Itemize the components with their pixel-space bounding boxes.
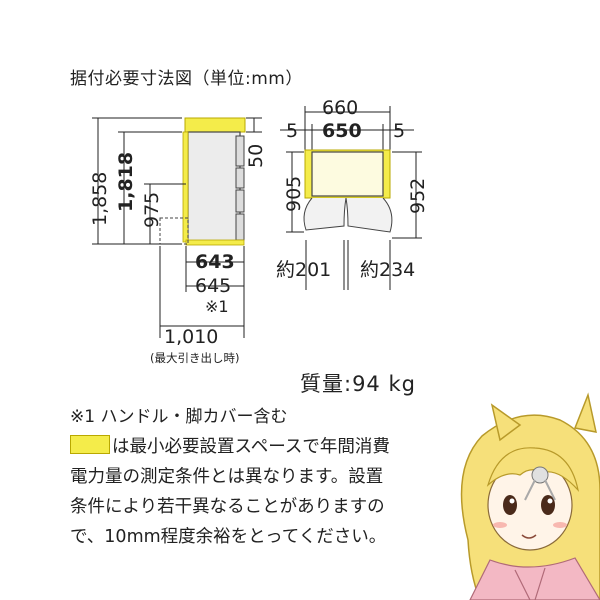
note-line-4: で、10mm程度余裕をとってください。 <box>70 527 387 547</box>
door-open-right-label: 952 <box>407 178 429 214</box>
note-line-3: 条件により若干異なることがありますの <box>70 497 385 517</box>
fridge-side-body <box>187 131 241 243</box>
height-body-label: 1,818 <box>115 152 137 212</box>
door-open-left-label: 905 <box>283 176 305 212</box>
note-line-2: 電力量の測定条件とは異なります。設置 <box>70 467 384 487</box>
side-view: 1,858 1,818 975 50 643 645 ※1 1,010 (最大引… <box>89 117 267 365</box>
right-door-swing <box>345 197 393 233</box>
depth-open-note: (最大引き出し時) <box>150 351 239 365</box>
fridge-top-body <box>311 151 384 197</box>
height-lower-label: 975 <box>141 192 163 228</box>
cat-girl-mascot-illustration <box>460 392 600 600</box>
side-gap-right-label: 5 <box>393 120 405 142</box>
top-clearance-area <box>184 117 246 133</box>
depth-body-label: 643 <box>195 251 235 273</box>
clearance-note: は最小必要設置スペースで年間消費 電力量の測定条件とは異なります。設置 条件によ… <box>70 432 460 552</box>
swing-left-label: 約201 <box>276 259 331 281</box>
top-view: 660 5 650 5 905 952 約201 約234 <box>276 97 429 290</box>
left-door-swing <box>303 197 347 231</box>
diagram-title: 据付必要寸法図（単位:mm） <box>70 69 303 89</box>
highlight-swatch <box>70 435 110 454</box>
depth-note-mark: ※1 <box>205 297 229 316</box>
side-gap-left-label: 5 <box>286 120 298 142</box>
width-body-label: 650 <box>322 120 362 142</box>
swing-right-label: 約234 <box>360 259 415 281</box>
width-outer-label: 660 <box>322 97 358 119</box>
footnote: ※1 ハンドル・脚カバー含む <box>70 407 288 427</box>
depth-handle-label: 645 <box>195 275 231 297</box>
depth-open-label: 1,010 <box>164 326 218 348</box>
height-total-label: 1,858 <box>89 172 111 226</box>
note-line-1: は最小必要設置スペースで年間消費 <box>70 432 460 462</box>
top-clearance-label: 50 <box>245 144 267 168</box>
weight-label: 質量:94 kg <box>300 372 416 396</box>
